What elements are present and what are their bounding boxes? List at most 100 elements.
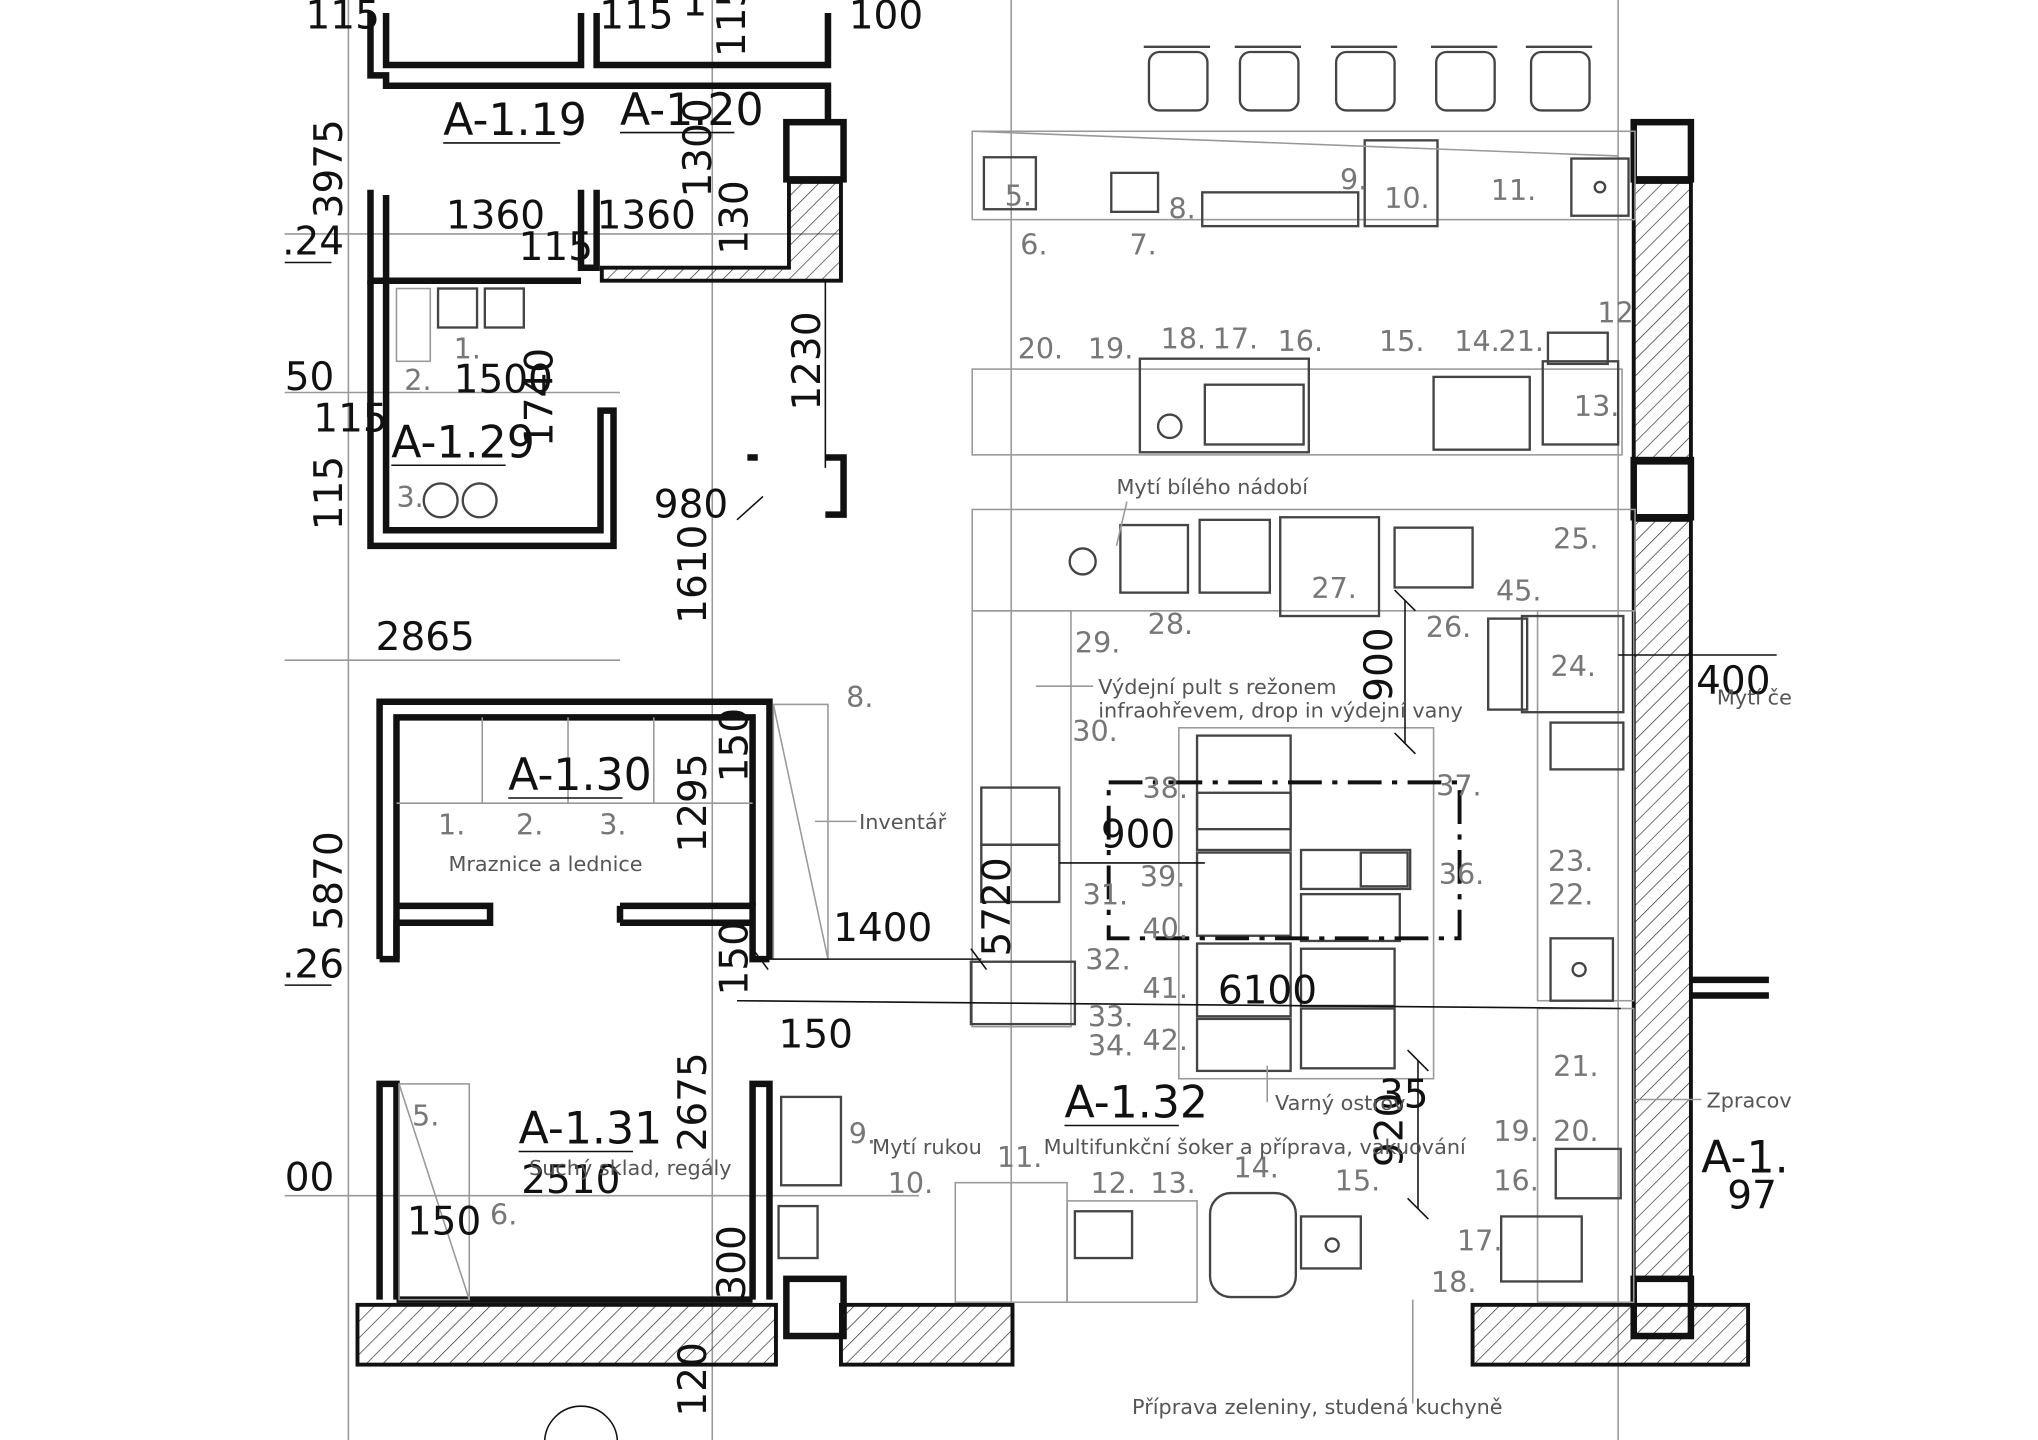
item-number: 7. xyxy=(1129,228,1156,262)
item-number: 6. xyxy=(1020,228,1047,262)
note-myti-ce: Mytí če xyxy=(1717,685,1792,709)
room-a-1-32: A-1.32 xyxy=(1064,1078,1208,1129)
item-number: 16. xyxy=(1278,324,1323,358)
dim-100: 100 xyxy=(849,0,923,39)
dim-1295: 1295 xyxy=(671,753,716,852)
item-number: 23. xyxy=(1548,844,1593,878)
dim-26: .26 xyxy=(282,942,344,987)
dim-00: 00 xyxy=(285,1155,335,1200)
dim-1360: 1360 xyxy=(597,194,696,239)
note-vydejni-2: infraohřevem, drop in výdejní vany xyxy=(1098,698,1463,722)
dim-900: 900 xyxy=(1101,812,1175,857)
dim-150: 150 xyxy=(712,921,757,995)
item-number: 8. xyxy=(846,680,873,714)
dim-130: 130 xyxy=(712,180,757,254)
item-number: 5. xyxy=(1005,178,1032,212)
dimension-lines xyxy=(736,280,1777,1220)
item-number: 2. xyxy=(404,363,431,397)
item-number: 11. xyxy=(997,1140,1042,1174)
dim-150: 150 xyxy=(712,708,757,782)
item-number: 25. xyxy=(1553,521,1598,555)
item-number: 20. xyxy=(1553,1114,1598,1148)
item-number: 45. xyxy=(1496,573,1541,607)
wall-hatch-bottom xyxy=(355,1302,778,1367)
dim-1610: 1610 xyxy=(671,525,716,624)
annotations: Mytí bílého nádobí Výdejní pult s režone… xyxy=(448,475,1792,1440)
item-number: 34. xyxy=(1088,1028,1133,1062)
item-number: 3. xyxy=(599,807,626,841)
dim-920-vertical: 920 xyxy=(1367,1093,1412,1167)
dim-980: 980 xyxy=(654,482,728,527)
item-number: 42. xyxy=(1142,1023,1187,1057)
walls-left-block xyxy=(355,12,1751,1367)
item-number: 17. xyxy=(1213,321,1258,355)
note-myti-rukou: Mytí rukou xyxy=(872,1135,982,1159)
note-myti-bileho: Mytí bílého nádobí xyxy=(1116,475,1309,499)
room-a-1-20: A-1.20 xyxy=(620,85,764,136)
dim-3975: 3975 xyxy=(307,119,352,218)
item-number: 18. xyxy=(1431,1265,1476,1299)
item-number: 18. xyxy=(1161,321,1206,355)
note-suchy-sklad: Suchý sklad, regály xyxy=(529,1156,732,1180)
item-number: 17. xyxy=(1457,1223,1502,1257)
note-vydejni-1: Výdejní pult s režonem xyxy=(1098,675,1336,699)
item-number: 40. xyxy=(1142,911,1187,945)
dim-5720: 5720 xyxy=(975,857,1020,956)
item-number: 24. xyxy=(1551,649,1596,683)
item-number: 16. xyxy=(1493,1163,1538,1197)
dim-1300: 1300 xyxy=(676,98,721,197)
dim-300: 300 xyxy=(710,1225,755,1299)
dim-50: 50 xyxy=(285,355,335,400)
section-marker-circle xyxy=(543,1405,619,1440)
dim-400: 400 xyxy=(1696,659,1770,704)
item-number: 14. xyxy=(1454,324,1499,358)
item-number: 13. xyxy=(1574,389,1619,423)
item-number: 41. xyxy=(1142,971,1187,1005)
kitchen-equipment xyxy=(395,45,1636,1304)
item-number: 15. xyxy=(1335,1163,1380,1197)
item-number: 9. xyxy=(1340,163,1367,197)
note-varny-ostrov: Varný ostrov xyxy=(1275,1091,1405,1115)
item-number: 31. xyxy=(1083,878,1128,912)
item-number: 3. xyxy=(396,480,423,514)
item-number: 11. xyxy=(1491,173,1536,207)
dim-150: 150 xyxy=(779,1013,853,1058)
item-number: 19. xyxy=(1088,332,1133,366)
item-number: 8. xyxy=(1168,191,1195,225)
dim-2510: 2510 xyxy=(521,1158,620,1203)
item-number: 22. xyxy=(1548,878,1593,912)
room-a-1-30: A-1.30 xyxy=(508,750,652,801)
room-a-1-29: A-1.29 xyxy=(391,417,535,468)
note-inventar: Inventář xyxy=(859,810,946,834)
item-number: 30. xyxy=(1072,714,1117,748)
item-number: 29. xyxy=(1075,625,1120,659)
room-a-1-x-number: 97 xyxy=(1727,1174,1777,1219)
dim-115: 115 xyxy=(305,0,379,39)
dimension-values: 115 115 1 100 115 3975 .24 1360 1360 115… xyxy=(282,0,1770,1417)
item-number: 32. xyxy=(1085,943,1130,977)
dim-35: 35 xyxy=(1379,1072,1429,1117)
dim-120: 120 xyxy=(671,1342,716,1416)
item-number: 21. xyxy=(1499,324,1544,358)
item-number: 38. xyxy=(1142,771,1187,805)
item-number: 39. xyxy=(1140,859,1185,893)
item-number: 37. xyxy=(1436,768,1481,802)
item-number: 13. xyxy=(1150,1166,1195,1200)
dim-2675: 2675 xyxy=(671,1052,716,1151)
dim-1230: 1230 xyxy=(785,311,830,410)
item-numbers: 1. 2. 3. 1. 2. 3. 5. 6. 5. 6. 7. 8. 9. 1… xyxy=(396,163,1633,1299)
walls-right-block xyxy=(1630,118,1769,1340)
dim-1: 1 xyxy=(682,0,707,26)
dim-115: 115 xyxy=(599,0,673,39)
dim-900-vertical: 900 xyxy=(1357,627,1402,701)
room-a-1-31: A-1.31 xyxy=(519,1104,663,1155)
item-number: 10. xyxy=(1384,181,1429,215)
dim-115-vertical: 115 xyxy=(307,456,352,530)
item-number: 14. xyxy=(1233,1150,1278,1184)
dim-115-vertical: 115 xyxy=(710,0,755,57)
item-number: 5. xyxy=(412,1098,439,1132)
dim-24: .24 xyxy=(282,220,344,265)
dim-1740: 1740 xyxy=(517,348,562,447)
dim-2865: 2865 xyxy=(376,615,475,660)
item-number: 1. xyxy=(454,332,481,366)
